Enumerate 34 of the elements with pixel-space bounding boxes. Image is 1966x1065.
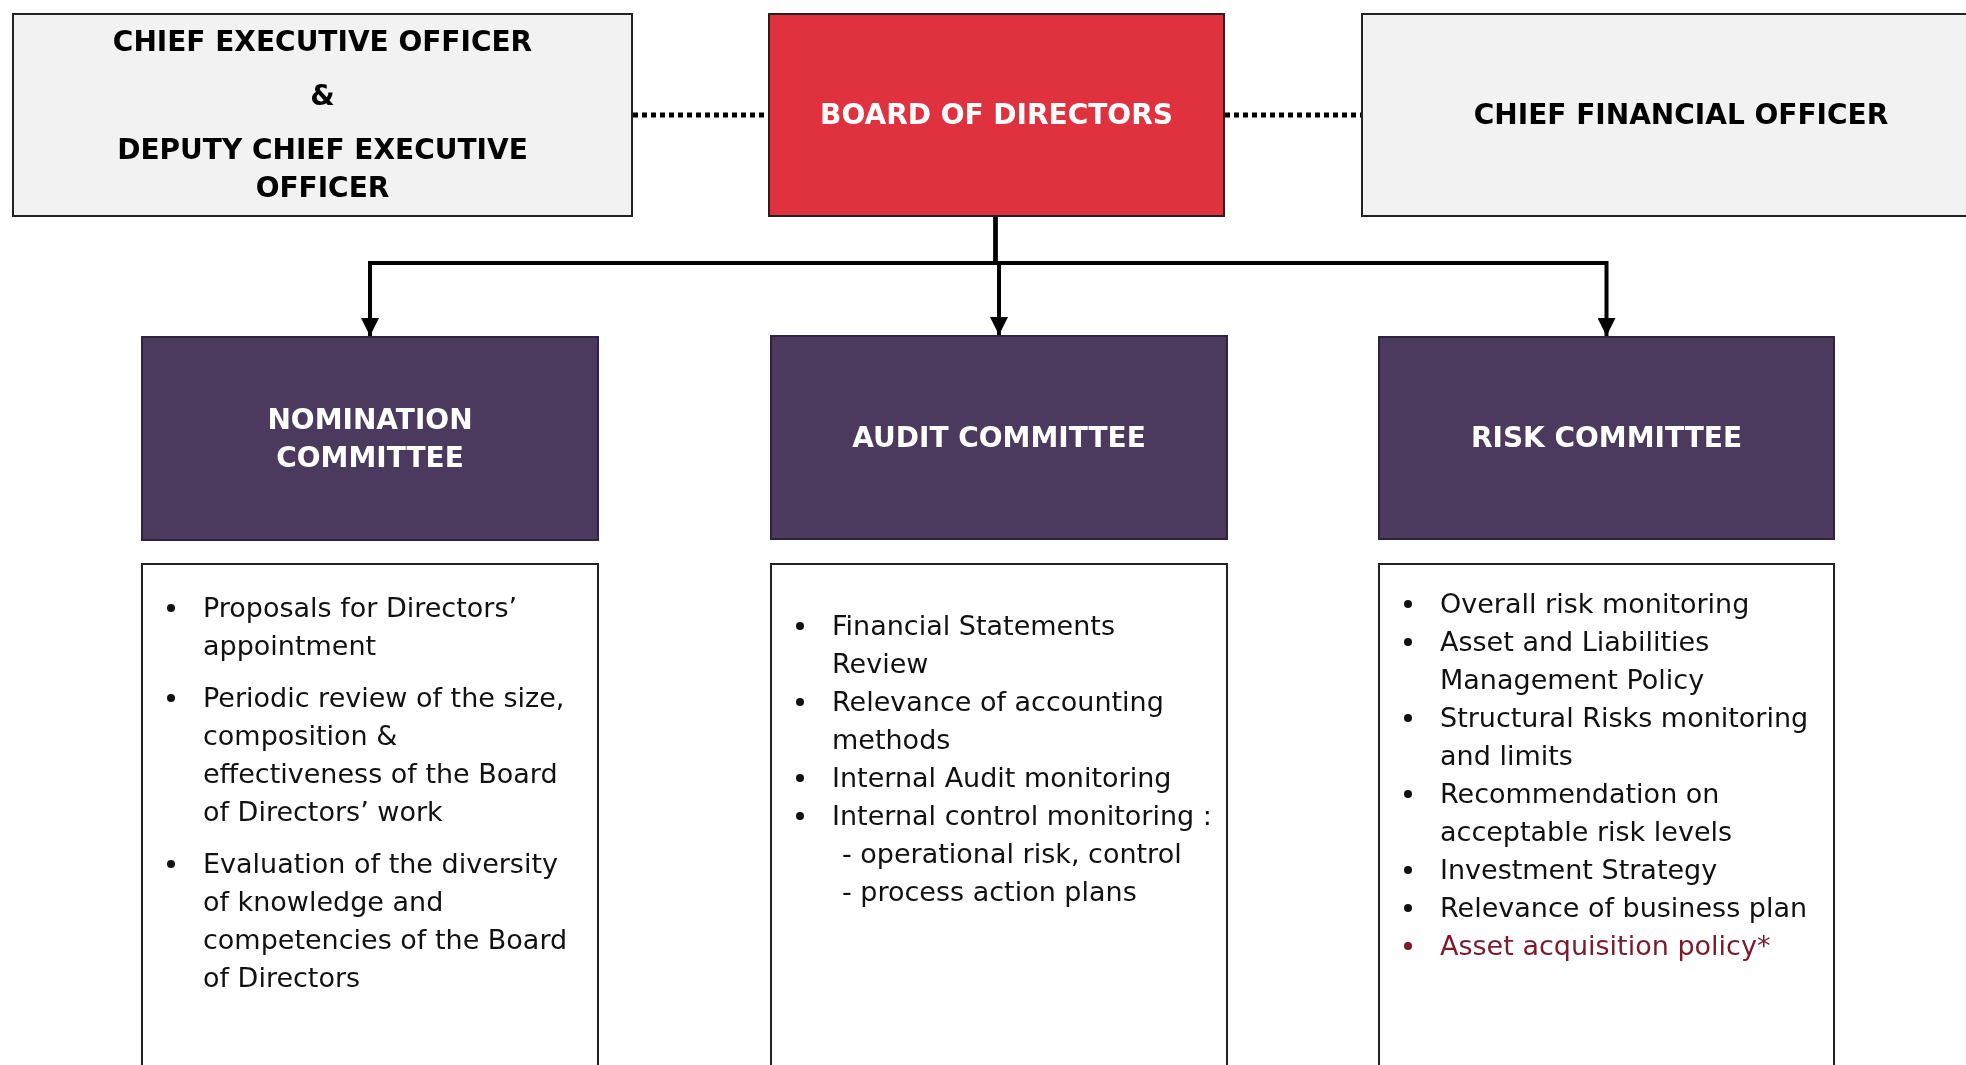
box-title: DEPUTY CHIEF EXECUTIVE OFFICER (116, 132, 529, 206)
box-title: CHIEF FINANCIAL OFFICER (1473, 97, 1889, 133)
duties-box (770, 563, 1228, 1065)
committee-box (1378, 336, 1835, 540)
box-title: NOMINATION COMMITTEE (266, 401, 474, 476)
bullet-text: Evaluation of the diversity of knowledge and competencies of the Board of Directors (203, 847, 569, 995)
sub-item-text: - operational risk, control (841, 837, 1183, 871)
committee-box (770, 335, 1228, 540)
box-title: BOARD OF DIRECTORS (820, 97, 1173, 133)
bullet-text: Internal control monitoring : (832, 799, 1212, 833)
bullet-text: Financial Statements Review (832, 609, 1116, 681)
bullet-text: Relevance of accounting methods (832, 685, 1165, 757)
duties-box (141, 563, 599, 1065)
bullet-text: Asset and Liabilities Management Policy (1440, 625, 1711, 697)
bullet-text: Overall risk monitoring (1440, 587, 1751, 621)
box-title: AUDIT COMMITTEE (852, 419, 1146, 456)
bullet-text: Proposals for Directors’ appointment (203, 591, 519, 663)
box-title: RISK COMMITTEE (1470, 420, 1743, 456)
board-box (768, 13, 1225, 217)
arrow (993, 217, 1616, 336)
bullet-text: Structural Risks monitoring and limits (1440, 701, 1810, 773)
bullet-text: Recommendation on acceptable risk levels (1440, 777, 1734, 849)
officer-box (1361, 13, 1966, 217)
duties-box (1378, 563, 1835, 1065)
bullet-text: Asset acquisition policy* (1440, 929, 1772, 963)
sub-item-text: - process action plans (841, 875, 1138, 909)
box-title: CHIEF EXECUTIVE OFFICER (112, 24, 533, 60)
box-title: & (310, 78, 335, 114)
officer-box (12, 13, 633, 217)
bullet-text: Investment Strategy (1440, 853, 1719, 887)
bullet-text: Internal Audit monitoring (832, 761, 1173, 795)
committee-box (141, 336, 599, 541)
bullet-text: Periodic review of the size, composition & effectiveness of the Board of Directors’ work (203, 681, 566, 829)
bullet-text: Relevance of business plan (1440, 891, 1809, 925)
